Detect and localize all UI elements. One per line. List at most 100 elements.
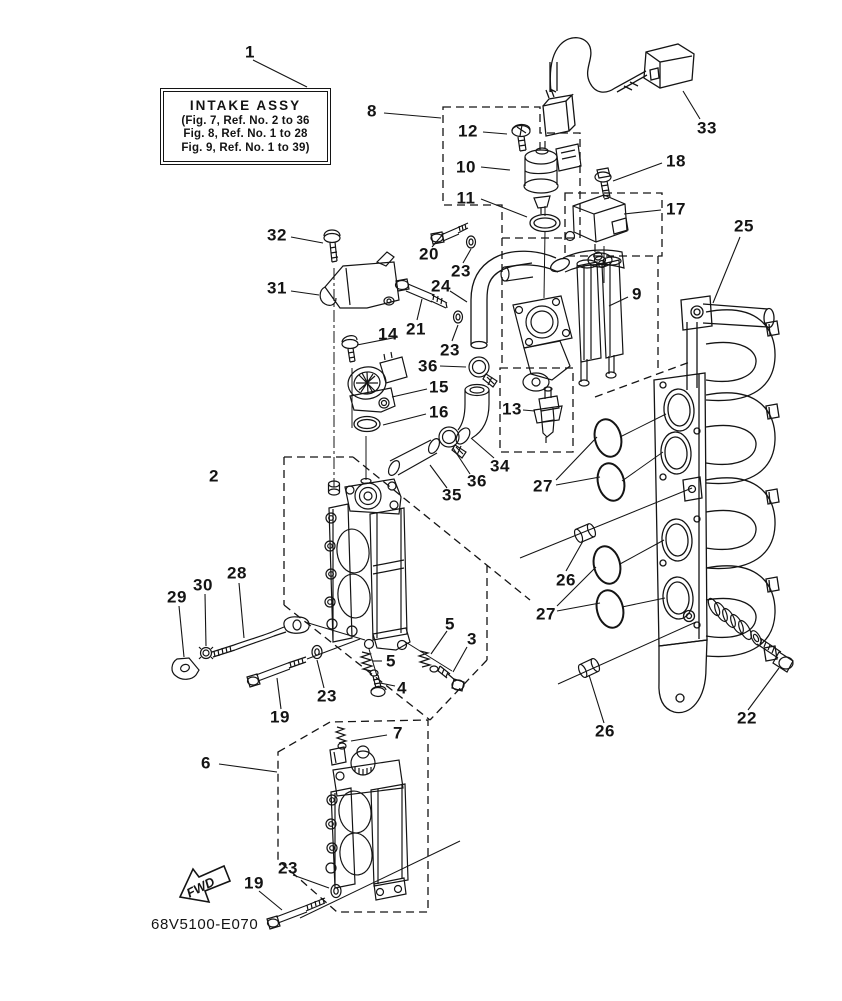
collar-26-upper: [573, 523, 597, 543]
washer-23-upper: [465, 235, 477, 249]
carburetor-center: [500, 249, 625, 392]
leader-lines: [178, 59, 780, 911]
callout-34: 34: [490, 456, 510, 476]
drawing-code: 68V5100-E070: [151, 916, 259, 933]
callout-19: 19: [270, 707, 290, 727]
box-9-edges: [501, 238, 691, 398]
callout-30: 30: [193, 575, 213, 595]
wire-block-connector: [542, 88, 576, 137]
hose-clamp-36-upper: [468, 356, 498, 388]
callout-32: 32: [267, 225, 287, 245]
bolt-3: [436, 665, 465, 692]
fuel-valve-13: [533, 386, 563, 443]
o-rings-27: [592, 418, 626, 629]
bolt-22-group: [707, 597, 794, 673]
callout-16: 16: [429, 402, 449, 422]
washer-23-link: [311, 644, 323, 660]
collar-26-lower: [577, 657, 601, 679]
nut-30: [198, 646, 214, 660]
screw-4: [370, 674, 387, 698]
callout-4: 4: [397, 678, 407, 698]
callout-10: 10: [456, 157, 476, 177]
ball-joint-29: [171, 657, 200, 680]
bolt-20: [430, 222, 469, 245]
callout-25: 25: [734, 216, 754, 236]
callout-1: 1: [245, 42, 255, 62]
intake-assy-title: INTAKE ASSY: [189, 97, 302, 113]
callout-23: 23: [278, 858, 298, 878]
callout-5: 5: [386, 651, 396, 671]
solenoid-valve-10: [523, 141, 582, 214]
bracket-31: [319, 251, 400, 309]
callout-27: 27: [536, 604, 556, 624]
spring-5-left: [359, 651, 379, 677]
callout-3: 3: [467, 629, 477, 649]
intake-assy-ref-line1: (Fig. 7, Ref. No. 2 to 36: [181, 114, 310, 127]
hose-clamp-36-lower: [438, 426, 467, 459]
callout-17: 17: [666, 199, 686, 219]
callout-12: 12: [458, 121, 478, 141]
callout-7: 7: [393, 723, 403, 743]
callout-6: 6: [201, 753, 211, 773]
bolt-19-upper: [246, 656, 307, 688]
throttle-position-sensor-15: [347, 351, 408, 413]
sensor-17: [564, 194, 629, 269]
callout-26: 26: [556, 570, 576, 590]
callout-33: 33: [697, 118, 717, 138]
box-8: [442, 106, 581, 239]
washer-23-bottom: [330, 883, 342, 899]
screw-32: [323, 229, 341, 263]
spring-7: [334, 726, 349, 750]
manifold-foot: [658, 609, 708, 714]
connector-33: [643, 43, 695, 89]
bolt-18: [594, 167, 612, 200]
callout-19: 19: [244, 873, 264, 893]
callout-31: 31: [267, 278, 287, 298]
callout-5: 5: [445, 614, 455, 634]
box-2-edges: [283, 456, 531, 721]
throttle-body-middle: [324, 477, 411, 651]
o-ring-11: [529, 213, 561, 233]
manifold-runners: [705, 309, 780, 662]
bolt-19-bottom: [266, 897, 326, 930]
screw-12: [511, 123, 531, 152]
callout-18: 18: [666, 151, 686, 171]
link-rod-28: [211, 616, 310, 658]
elbow-hose-34: [455, 383, 490, 445]
callout-20: 20: [419, 244, 439, 264]
callout-29: 29: [167, 587, 187, 607]
callout-11: 11: [456, 188, 476, 208]
callout-36: 36: [418, 356, 438, 376]
callout-14: 14: [378, 324, 398, 344]
callout-27: 27: [533, 476, 553, 496]
callout-28: 28: [227, 563, 247, 583]
callout-9: 9: [632, 284, 642, 304]
callout-23: 23: [451, 261, 471, 281]
water-pipe-25: [702, 303, 775, 329]
callout-35: 35: [442, 485, 462, 505]
box-13: [499, 367, 574, 453]
dashed-group-boxes: [277, 106, 691, 913]
intake-assy-ref-line3: Fig. 9, Ref. No. 1 to 39): [181, 141, 310, 154]
callout-23: 23: [440, 340, 460, 360]
callout-21: 21: [406, 319, 426, 339]
intake-assy-ref-line2: Fig. 8, Ref. No. 1 to 28: [183, 128, 308, 141]
tube-35: [387, 438, 441, 476]
callout-36: 36: [467, 471, 487, 491]
callout-2: 2: [209, 466, 219, 486]
callout-22: 22: [737, 708, 757, 728]
spring-5-right: [417, 650, 439, 673]
callout-8: 8: [367, 101, 377, 121]
intake-assy-box: INTAKE ASSY (Fig. 7, Ref. No. 2 to 36 Fi…: [160, 88, 331, 165]
callout-26: 26: [595, 721, 615, 741]
manifold-stem: [686, 322, 698, 390]
washer-23-mid: [452, 310, 464, 324]
callout-15: 15: [429, 377, 449, 397]
screw-14: [341, 335, 359, 363]
bolt-21: [394, 278, 448, 309]
callout-13: 13: [502, 399, 522, 419]
o-ring-16: [353, 415, 381, 433]
